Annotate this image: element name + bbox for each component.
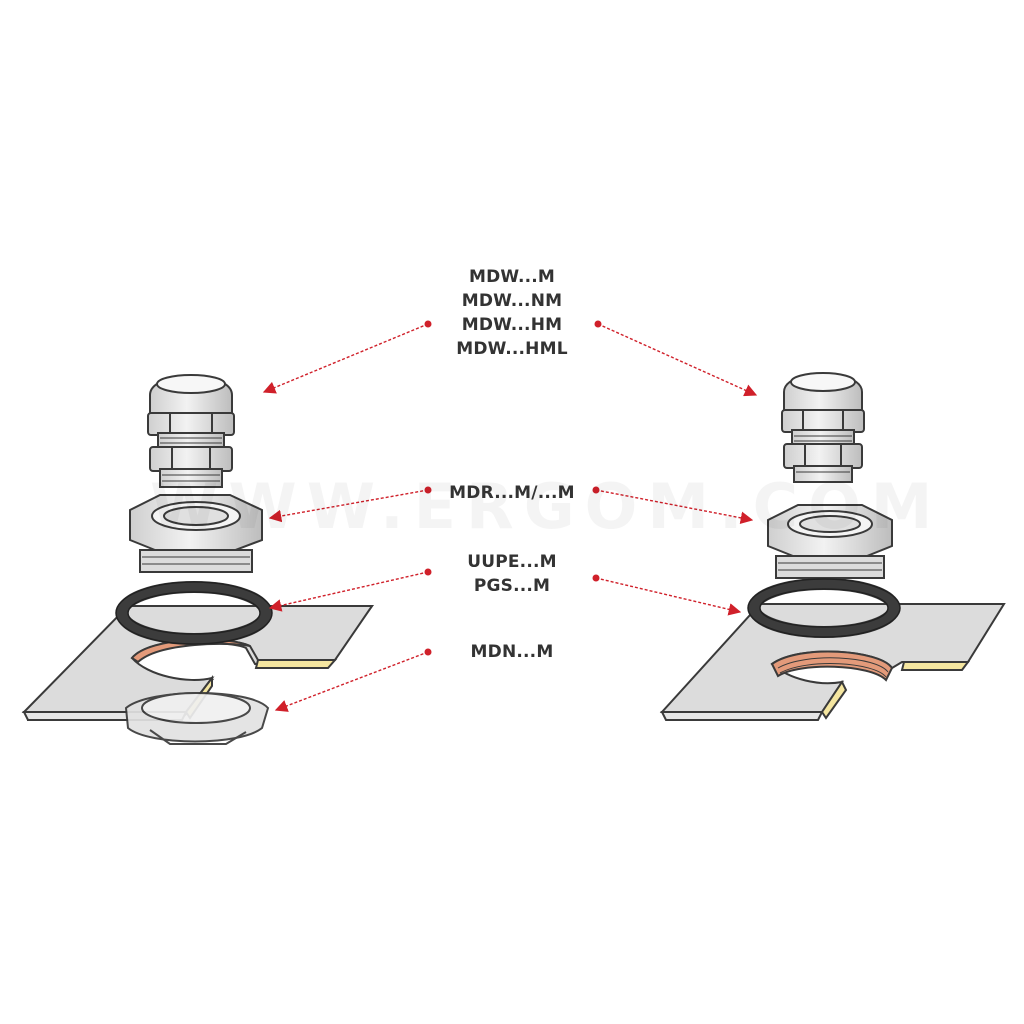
label-gland-line: MDW...NM xyxy=(461,291,563,311)
right-assembly xyxy=(659,372,1006,721)
arrow-gland-left xyxy=(262,320,432,394)
left-cable-gland xyxy=(147,374,235,488)
arrow-reducer-right xyxy=(592,486,754,525)
label-seal-models: UUPE...M PGS...M xyxy=(412,550,612,598)
right-seal-ring xyxy=(747,578,901,638)
right-panel-plate xyxy=(659,603,1006,721)
left-seal-ring xyxy=(115,581,273,645)
arrow-seal-right xyxy=(592,574,742,616)
left-lock-nut xyxy=(124,692,270,745)
right-reducer xyxy=(767,504,893,579)
label-reducer-model: MDR...M/...M xyxy=(449,483,575,503)
arrow-seal-left xyxy=(268,568,432,612)
arrow-gland-right xyxy=(594,320,758,397)
pointer-arrows xyxy=(262,320,758,712)
left-reducer xyxy=(129,494,263,573)
label-seal-line: UUPE...M xyxy=(467,552,557,572)
arrow-locknut-left xyxy=(274,648,432,712)
label-seal-line: PGS...M xyxy=(473,576,551,596)
left-panel-plate xyxy=(21,605,374,721)
label-cable-gland-models: MDW...M MDW...NM MDW...HM MDW...HML xyxy=(412,265,612,361)
right-cable-gland xyxy=(781,372,865,483)
label-gland-line: MDW...M xyxy=(468,267,556,287)
label-gland-line: MDW...HML xyxy=(456,339,568,359)
arrow-reducer-left xyxy=(268,486,432,523)
left-assembly xyxy=(21,374,374,745)
label-locknut-model: MDN...M xyxy=(470,642,554,662)
label-gland-line: MDW...HM xyxy=(461,315,563,335)
